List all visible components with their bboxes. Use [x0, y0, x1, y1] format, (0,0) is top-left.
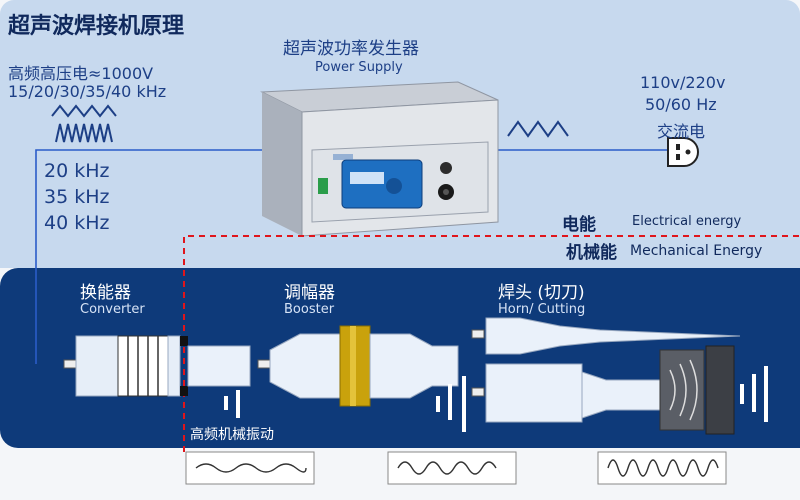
- horn-top-connector: [471, 329, 485, 339]
- booster-component: [269, 325, 459, 407]
- power-supply-label-zh: 超声波功率发生器: [283, 39, 419, 59]
- wave-icon-dense: [55, 123, 113, 143]
- horn-connector: [471, 387, 485, 397]
- frequencies-label: 15/20/30/35/40 kHz: [8, 82, 167, 101]
- converter-connector: [63, 359, 77, 369]
- freq-35khz: 35 kHz: [44, 186, 110, 208]
- waveform-box-mid: [387, 451, 517, 485]
- horn-label-zh: 焊头 (切刀): [498, 283, 585, 303]
- converter-label-zh: 换能器: [80, 283, 131, 303]
- vibration-bars: [224, 366, 768, 432]
- mains-frequency: 50/60 Hz: [645, 95, 717, 114]
- horn-label-en: Horn/ Cutting: [498, 302, 586, 317]
- booster-connector: [257, 359, 271, 369]
- ac-plug-icon: [667, 137, 699, 167]
- freq-20khz: 20 kHz: [44, 160, 110, 182]
- mains-label: 交流电: [657, 122, 706, 141]
- mains-voltage: 110v/220v: [640, 73, 726, 92]
- energy-boundary: [183, 235, 800, 452]
- vibration-label: 高频机械振动: [190, 427, 274, 443]
- booster-label-zh: 调幅器: [284, 283, 335, 303]
- freq-40khz: 40 kHz: [44, 212, 110, 234]
- horn-component: [485, 345, 735, 435]
- power-supply-unit: [260, 81, 499, 237]
- power-supply-label-en: Power Supply: [315, 60, 403, 75]
- signal-line: [35, 149, 300, 364]
- mechanical-energy-zh: 机械能: [566, 243, 617, 263]
- waveform-box-low: [185, 451, 315, 485]
- converter-component: [75, 335, 251, 397]
- voltage-label: 高频高压电≈1000V: [8, 64, 154, 83]
- mechanical-energy-en: Mechanical Energy: [630, 243, 763, 259]
- waveform-box-high: [597, 451, 727, 485]
- wave-icon-sine: [51, 104, 117, 118]
- electrical-energy-en: Electrical energy: [632, 214, 742, 229]
- diagram-title: 超声波焊接机原理: [8, 14, 185, 39]
- booster-label-en: Booster: [284, 302, 335, 317]
- electrical-energy-zh: 电能: [562, 215, 596, 235]
- horn-cutting-blade: [485, 317, 741, 355]
- converter-label-en: Converter: [80, 302, 145, 317]
- wave-icon-triangle: [507, 120, 569, 138]
